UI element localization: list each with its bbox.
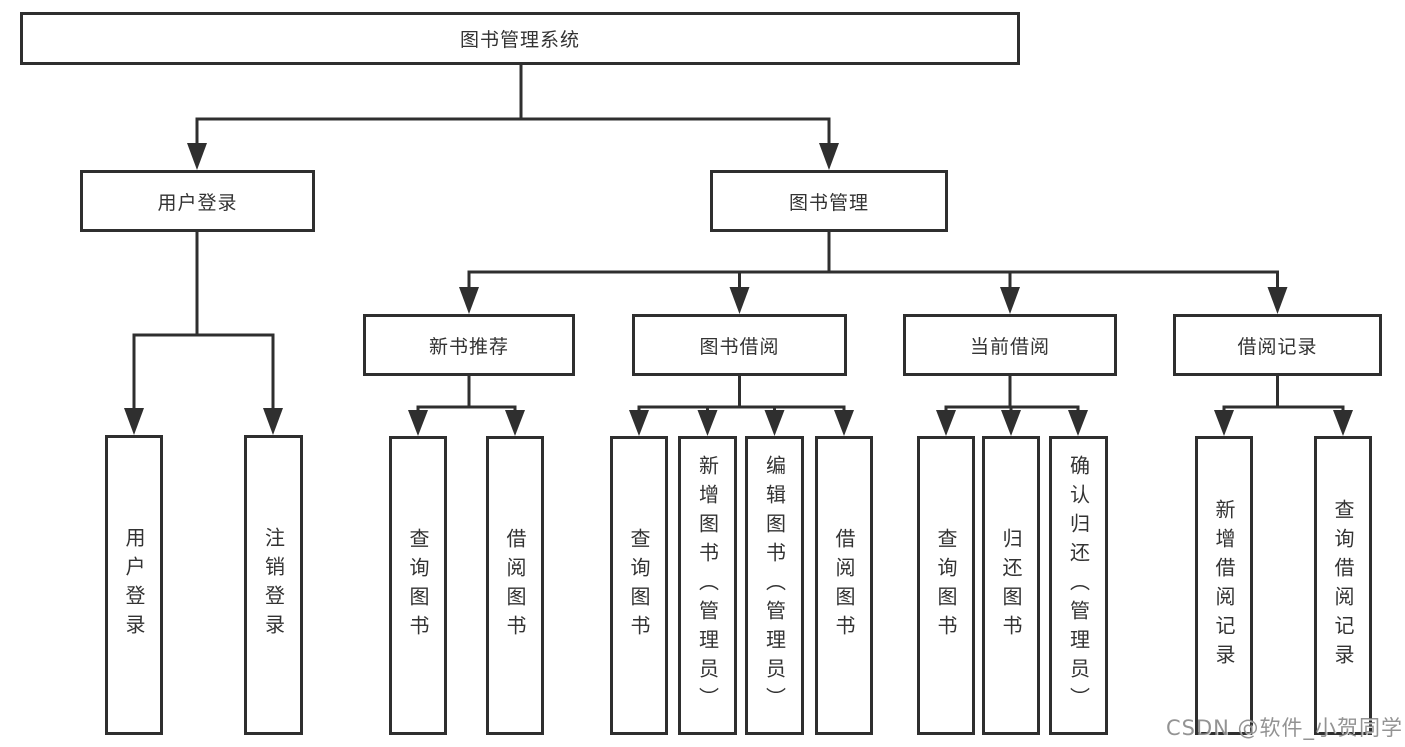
node-label: 用户登录 [157, 191, 238, 214]
node-root-system: 图书管理系统 [20, 12, 1020, 65]
node-label: 图书管理系统 [459, 29, 580, 51]
node-book-borrow: 图书借阅 [632, 314, 847, 376]
node-label: 借阅记录 [1237, 335, 1318, 358]
node-label: 查询借阅记录 [1331, 498, 1355, 673]
leaf-borrow-book: 借阅图书 [815, 436, 873, 735]
leaf-add-borrow-record: 新增借阅记录 [1195, 436, 1253, 735]
leaf-search-book-borrow: 查询图书 [610, 436, 668, 735]
node-label: 查询图书 [934, 527, 958, 644]
node-label: 新书推荐 [428, 335, 509, 358]
node-label: 新增借阅记录 [1212, 498, 1236, 673]
node-current-borrow: 当前借阅 [903, 314, 1117, 376]
node-book-management: 图书管理 [710, 170, 948, 232]
node-label: 新增图书（管理员） [695, 455, 720, 716]
node-label: 图书管理 [788, 191, 869, 214]
csdn-watermark: CSDN @软件_小贺同学 [1166, 716, 1404, 740]
node-label: 查询图书 [627, 527, 651, 644]
leaf-edit-book-admin: 编辑图书（管理员） [745, 436, 804, 735]
leaf-confirm-return-admin: 确认归还（管理员） [1049, 436, 1108, 735]
node-label: 确认归还（管理员） [1066, 455, 1091, 716]
node-label: 归还图书 [999, 527, 1023, 644]
node-borrow-record: 借阅记录 [1173, 314, 1382, 376]
node-label: 借阅图书 [832, 527, 856, 644]
leaf-borrow-book-recommend: 借阅图书 [486, 436, 544, 735]
node-label: 注销登录 [261, 527, 286, 643]
leaf-search-book-current: 查询图书 [917, 436, 975, 735]
node-label: 查询图书 [406, 527, 430, 644]
node-label: 当前借阅 [969, 335, 1050, 358]
leaf-user-login: 用户登录 [105, 435, 163, 735]
node-label: 图书借阅 [699, 335, 780, 358]
leaf-return-book: 归还图书 [982, 436, 1040, 735]
leaf-search-book-recommend: 查询图书 [389, 436, 447, 735]
node-label: 用户登录 [122, 527, 146, 643]
node-label: 借阅图书 [503, 527, 527, 644]
node-new-book-recommend: 新书推荐 [363, 314, 575, 376]
leaf-search-borrow-record: 查询借阅记录 [1314, 436, 1372, 735]
leaf-logout: 注销登录 [244, 435, 303, 735]
node-user-login: 用户登录 [80, 170, 315, 232]
node-label: 编辑图书（管理员） [762, 455, 787, 716]
leaf-add-book-admin: 新增图书（管理员） [678, 436, 737, 735]
